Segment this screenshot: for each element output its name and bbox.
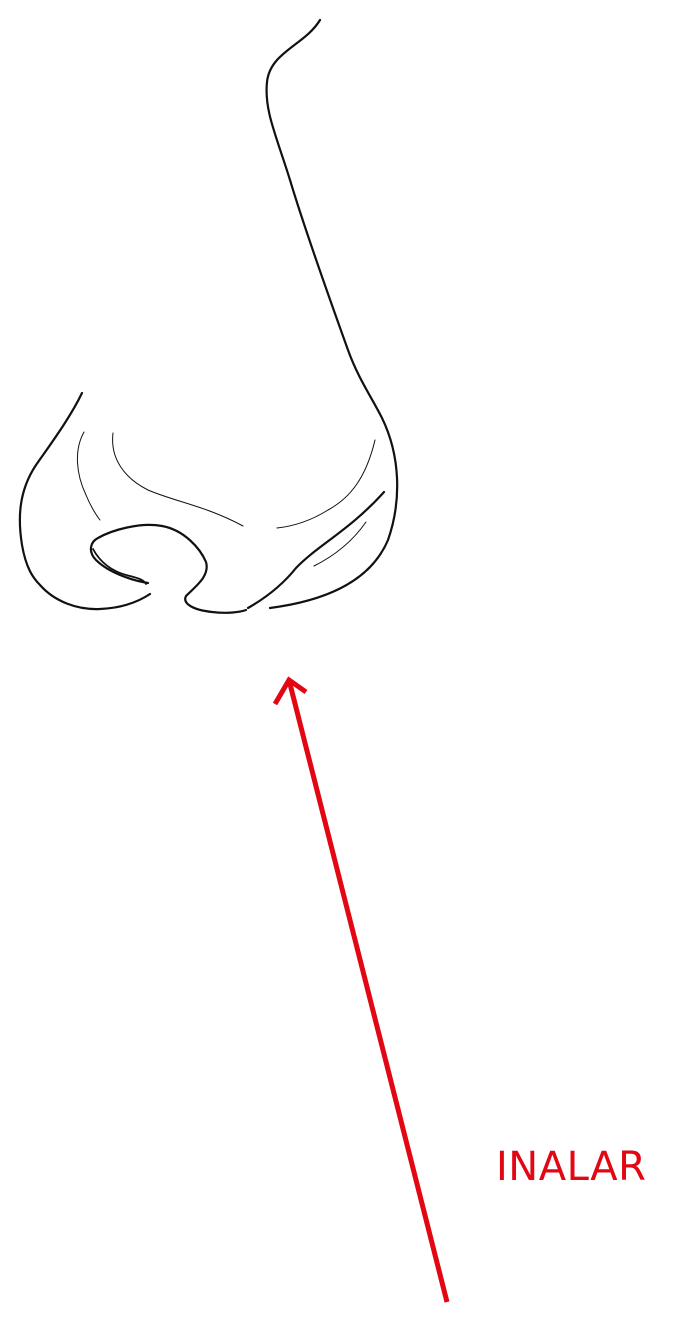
tip-contour	[276, 439, 376, 529]
nostril-inner-fold	[92, 548, 147, 585]
inhale-arrow-shaft	[286, 679, 450, 1303]
nostril-outline	[89, 523, 248, 614]
nose-bridge-line	[265, 18, 399, 610]
nostril-wing-line	[18, 391, 152, 611]
wing-top-contour	[112, 432, 244, 527]
columella-line	[246, 490, 386, 610]
nose-illustration	[18, 18, 399, 614]
inhale-arrow	[272, 676, 450, 1303]
wing-crease-line	[76, 431, 101, 521]
inhale-label: INALAR	[496, 1144, 647, 1190]
tip-highlight-contour	[313, 521, 367, 567]
inhale-arrow-head	[272, 676, 308, 706]
